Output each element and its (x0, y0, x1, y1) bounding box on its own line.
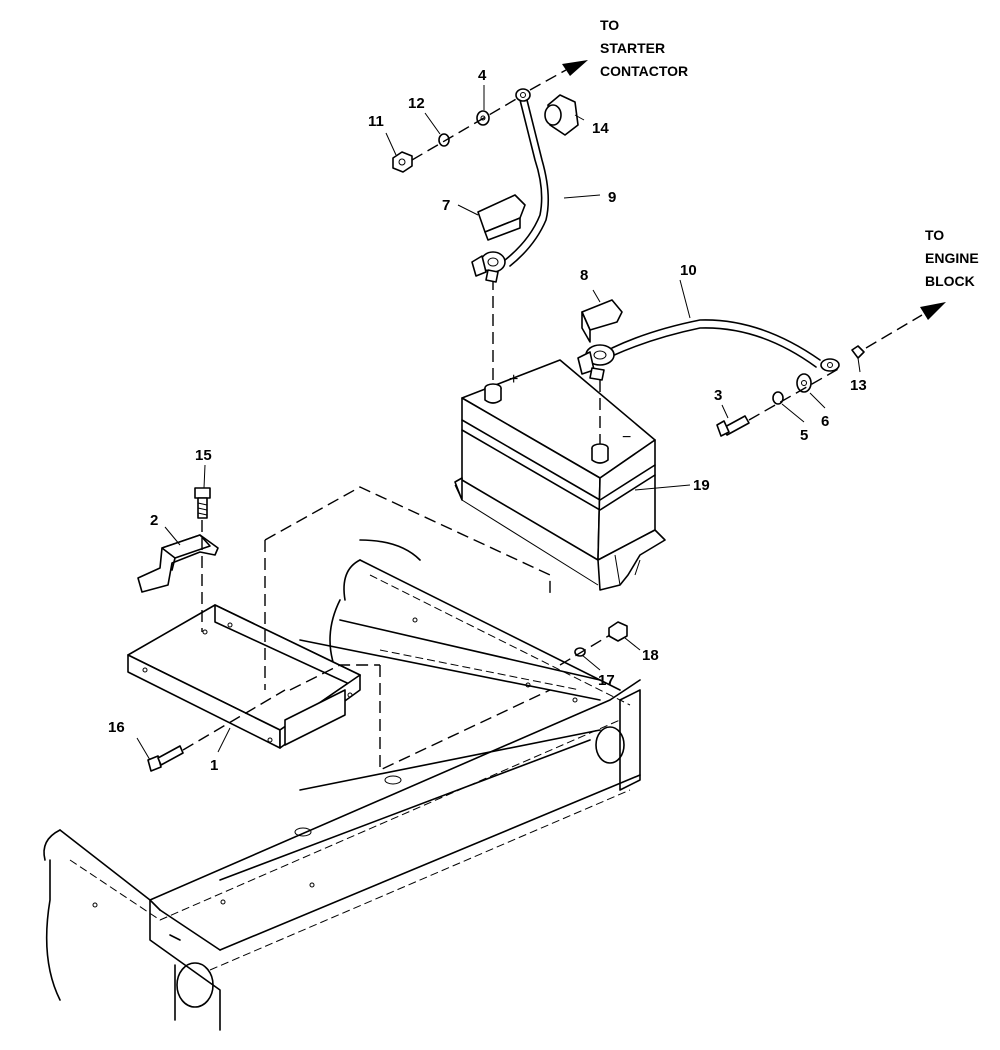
negative-cable (577, 319, 840, 381)
starter-hardware (392, 110, 490, 173)
part-label-18: 18 (642, 647, 659, 664)
bolt-16 (147, 745, 184, 772)
engine-hardware (716, 345, 865, 437)
part-label-8: 8 (580, 267, 588, 284)
callout-starter-line2: STARTER (600, 40, 665, 56)
bolt-15 (194, 487, 211, 519)
terminal-boot-7 (477, 194, 526, 241)
nut-guide (559, 634, 611, 666)
frame-chassis (43, 539, 641, 1031)
part-label-15: 15 (195, 447, 212, 464)
starter-hardware-guide (411, 97, 519, 161)
positive-cable (471, 88, 550, 283)
part-label-5: 5 (800, 427, 808, 444)
leader-lines (136, 85, 861, 761)
part-label-3: 3 (714, 387, 722, 404)
part-label-14: 14 (592, 120, 609, 137)
bolt16-guide (182, 689, 286, 751)
callout-to-starter-contactor: TO STARTER CONTACTOR (600, 17, 688, 79)
terminal-boot-8 (581, 299, 623, 343)
part-label-12: 12 (408, 95, 425, 112)
terminal-boot-14 (544, 94, 579, 136)
battery-tray (127, 604, 361, 749)
battery (454, 359, 666, 591)
callout-engine-line1: TO (925, 227, 944, 243)
part-label-17: 17 (598, 672, 615, 689)
part-label-10: 10 (680, 262, 697, 279)
arrow-to-starter (529, 60, 588, 91)
part-label-19: 19 (693, 477, 710, 494)
hold-down-bracket (137, 534, 219, 593)
part-labels: 1 2 3 4 5 6 7 8 9 10 11 12 13 14 15 16 1… (108, 67, 867, 774)
callout-engine-line3: BLOCK (925, 273, 975, 289)
part-label-4: 4 (478, 67, 487, 84)
positive-terminal-mark: + (509, 371, 518, 388)
part-label-9: 9 (608, 189, 616, 206)
callout-engine-line2: ENGINE (925, 250, 979, 266)
negative-terminal-mark: − (622, 429, 631, 446)
part-label-16: 16 (108, 719, 125, 736)
arrow-to-engine (865, 302, 946, 349)
callout-to-engine-block: TO ENGINE BLOCK (925, 227, 979, 289)
part-label-7: 7 (442, 197, 450, 214)
tray-placement-guide (264, 486, 551, 595)
part-label-1: 1 (210, 757, 218, 774)
tray-placement-guide-4 (289, 664, 380, 691)
part-label-6: 6 (821, 413, 829, 430)
callout-starter-line3: CONTACTOR (600, 63, 688, 79)
part-label-2: 2 (150, 512, 158, 529)
part-label-11: 11 (368, 113, 384, 130)
callout-starter-line1: TO (600, 17, 619, 33)
tray-placement-guide-3 (379, 665, 551, 772)
part-label-13: 13 (850, 377, 867, 394)
